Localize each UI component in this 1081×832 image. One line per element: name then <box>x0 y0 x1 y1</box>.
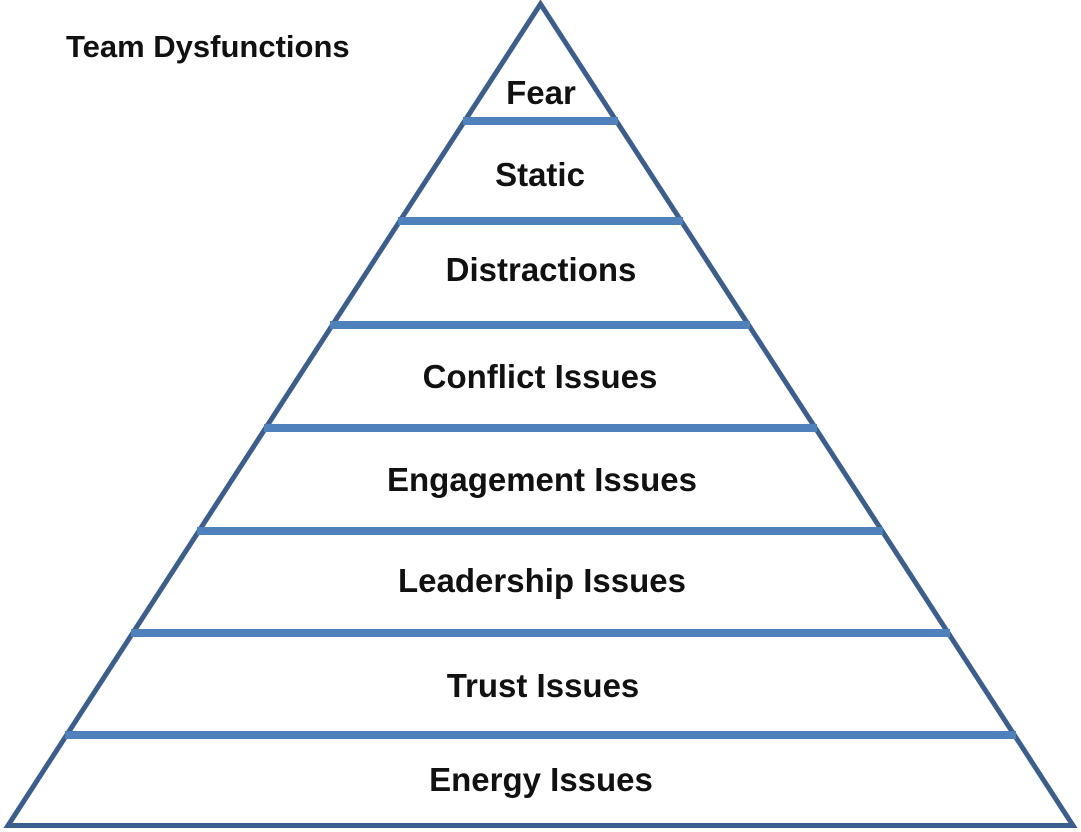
level-label-engagement-issues: Engagement Issues <box>387 461 697 498</box>
level-label-distractions: Distractions <box>446 251 637 288</box>
pyramid-outline <box>3 0 1078 828</box>
level-label-conflict-issues: Conflict Issues <box>423 358 658 395</box>
level-label-static: Static <box>495 156 585 193</box>
level-label-energy-issues: Energy Issues <box>429 761 653 798</box>
diagram-title: Team Dysfunctions <box>66 29 350 64</box>
level-label-fear: Fear <box>506 74 576 111</box>
level-label-trust-issues: Trust Issues <box>447 667 640 704</box>
level-label-leadership-issues: Leadership Issues <box>398 562 686 599</box>
